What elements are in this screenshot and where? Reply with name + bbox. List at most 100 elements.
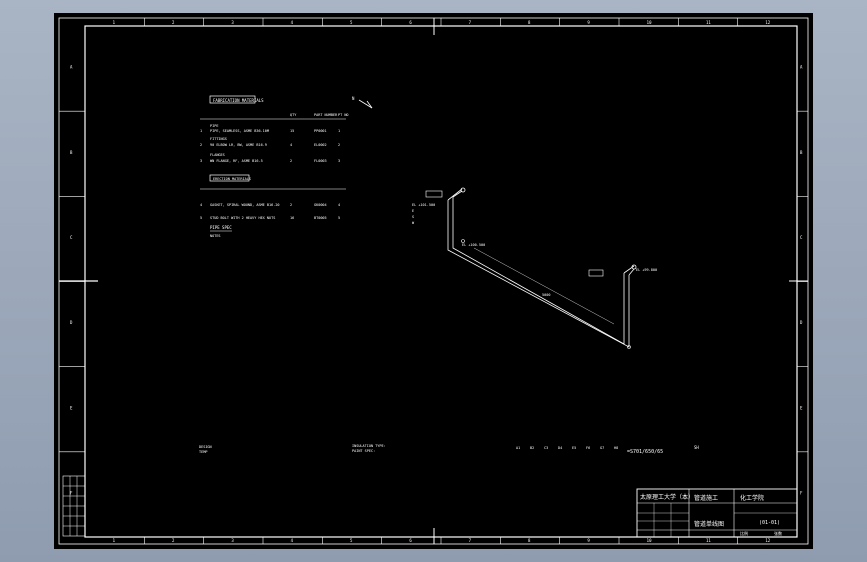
scale-label: 比例 [740, 530, 748, 536]
dir-label-s: S [412, 215, 414, 219]
zone-row-label: C [800, 235, 803, 240]
row-desc: WN FLANGE, RF, ASME B16.5 [210, 159, 263, 163]
row-part: GK0004 [314, 203, 327, 207]
row-qty: 15 [290, 129, 294, 133]
zone-column-label: 5 [350, 538, 353, 543]
zone-column-label: 5 [350, 20, 353, 25]
code-item: H8 [614, 446, 618, 450]
zone-column-label: 3 [231, 20, 234, 25]
zone-column-label: 12 [765, 20, 770, 25]
weld-point [461, 239, 465, 243]
ref-number: =S701/650/65 [627, 449, 663, 455]
zone-column-label: 1 [113, 538, 116, 543]
weld-point [627, 345, 631, 349]
code-list: A1 B2 C3 D4 E5 F6 G7 H8 [516, 446, 618, 450]
zone-row-label: E [800, 405, 803, 410]
north-label: N [352, 96, 355, 101]
row-qty: 2 [290, 159, 292, 163]
row-qty: 16 [290, 216, 294, 220]
zone-row-label: C [70, 235, 73, 240]
row-desc: STUD BOLT WITH 2 HEAVY HEX NUTS [210, 216, 275, 220]
code-item: A1 [516, 446, 520, 450]
row-pt: 4 [338, 203, 340, 207]
drawing-title: 管道单线图 [694, 520, 724, 528]
header-qty: QTY [290, 113, 297, 117]
tag-box [425, 190, 443, 198]
note-design: DESIGN [199, 445, 212, 449]
header-ptno: PT NO [338, 113, 349, 117]
zone-column-label: 11 [706, 538, 711, 543]
row-part: PP0001 [314, 129, 327, 133]
zone-row-label: D [70, 320, 73, 325]
erection-title-box [209, 174, 250, 182]
zone-row-label: D [800, 320, 803, 325]
code-item: D4 [558, 446, 562, 450]
inner-border [84, 25, 798, 538]
drawing-number: (01-01) [759, 520, 780, 526]
row-part: FL0003 [314, 159, 327, 163]
code-item: C3 [544, 446, 548, 450]
flange-top [460, 187, 466, 193]
zone-row-label: B [800, 150, 803, 155]
zone-column-label: 4 [291, 538, 294, 543]
section-fittings: FITTINGS [210, 137, 227, 141]
pipe-route [447, 187, 637, 349]
zone-column-label: 2 [172, 20, 175, 25]
sheet-note: SH [694, 445, 699, 450]
zone-column-label: 6 [409, 20, 412, 25]
code-item: G7 [600, 446, 604, 450]
code-item: E5 [572, 446, 576, 450]
row-no: 1 [200, 129, 202, 133]
note-temp: TEMP [199, 450, 207, 454]
material-table: FABRICATION MATERIALS QTY PART NUMBER PT… [200, 95, 349, 238]
section-flanges: FLANGES [210, 153, 225, 157]
zone-column-label: 4 [291, 20, 294, 25]
revision-block [62, 475, 86, 537]
row-part: BT0005 [314, 216, 327, 220]
title-block: 太原理工大学（本） 管道施工 管道单线图 化工学院 (01-01) 比例 张数 [636, 488, 798, 538]
row-part: EL0002 [314, 143, 327, 147]
table-title: FABRICATION MATERIALS [213, 98, 264, 103]
row-desc: GASKET, SPIRAL WOUND, ASME B16.20 [210, 203, 280, 207]
zone-column-label: 10 [647, 538, 652, 543]
elev-label-right: EL +99.800 [636, 268, 657, 272]
dept-name: 化工学院 [740, 494, 764, 502]
row-no: 2 [200, 143, 202, 147]
zone-row-label: F [70, 490, 73, 495]
dir-label-w: W [412, 221, 415, 225]
zone-row-label: A [800, 65, 803, 70]
row-qty: 4 [290, 143, 292, 147]
pipe-annotations: EL +101.500 E S W EL +100.500 EL +99.800… [412, 190, 657, 297]
row-desc: 90 ELBOW LR, BW, ASME B16.9 [210, 143, 267, 147]
erection-title: ERECTION MATERIALS [213, 177, 251, 181]
zone-row-label: F [800, 490, 803, 495]
code-item: F6 [586, 446, 590, 450]
header-part: PART NUMBER [314, 113, 338, 117]
zone-column-label: 6 [409, 538, 412, 543]
section-pipe: PIPE [210, 124, 218, 128]
zone-column-label: 10 [647, 20, 652, 25]
note-insulation: INSULATION TYPE: [352, 444, 386, 448]
zone-column-label: 8 [528, 538, 531, 543]
flange-right [631, 264, 637, 270]
north-arrow: N [352, 96, 373, 109]
row-qty: 2 [290, 203, 292, 207]
elev-label-mid: EL +100.500 [462, 243, 485, 247]
code-item: B2 [530, 446, 534, 450]
zone-row-label: E [70, 405, 73, 410]
zone-column-label: 7 [469, 20, 472, 25]
row-desc: PIPE, SEAMLESS, ASME B36.10M [210, 129, 269, 133]
university-name: 太原理工大学（本） [640, 493, 694, 501]
zone-column-label: 11 [706, 20, 711, 25]
note-paint: PAINT SPEC: [352, 449, 375, 453]
pipe-spec-note: PIPE SPEC [210, 225, 232, 230]
elev-label: EL +101.500 [412, 203, 435, 207]
row-no: 3 [200, 159, 202, 163]
row-pt: 1 [338, 129, 340, 133]
row-pt: 2 [338, 143, 340, 147]
bottom-notes: DESIGN TEMP INSULATION TYPE: PAINT SPEC:… [199, 444, 699, 455]
zone-column-label: 9 [587, 20, 590, 25]
